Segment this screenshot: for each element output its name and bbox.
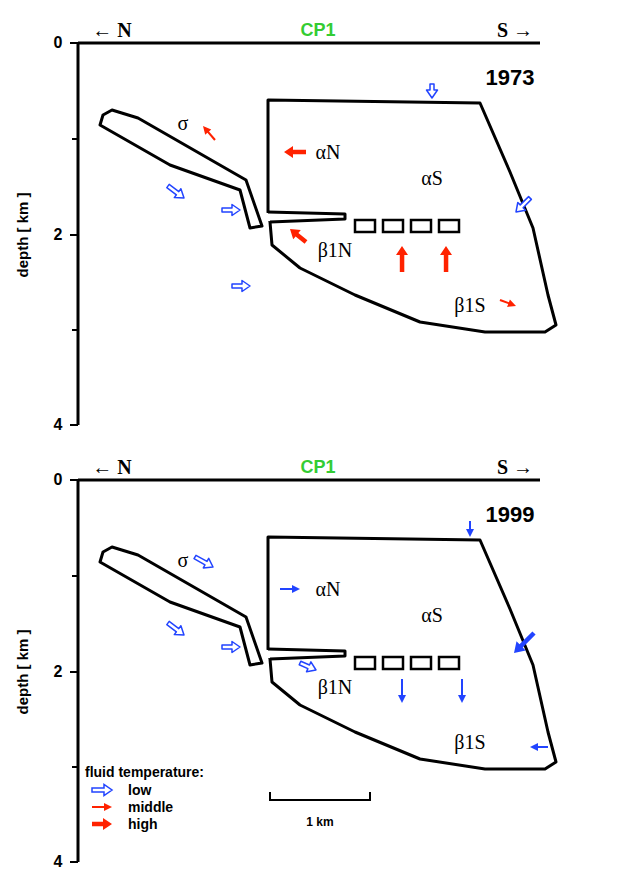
- flow-arrow: [194, 555, 213, 568]
- region-label: β1S: [454, 732, 485, 752]
- nav-label: S →: [497, 20, 533, 40]
- panel-1999: [70, 480, 556, 862]
- flow-arrow: [398, 679, 406, 703]
- legend-text: low: [128, 782, 151, 798]
- legend-row: low: [88, 782, 151, 798]
- year-label: 1973: [486, 67, 535, 89]
- legend-text: high: [128, 816, 158, 832]
- region-label: αS: [421, 605, 443, 625]
- region-label: αS: [421, 168, 443, 188]
- legend-arrow-shape: [92, 818, 112, 830]
- legend-arrow: [88, 782, 118, 798]
- nav-label: ← N: [92, 457, 131, 477]
- region-label: αN: [316, 579, 341, 599]
- legend-row: middle: [88, 799, 173, 815]
- flow-arrow: [458, 679, 466, 703]
- region-label: β1N: [318, 240, 353, 260]
- panel-1973: [70, 43, 556, 425]
- flow-arrow: [280, 585, 300, 593]
- legend-row: high: [88, 816, 158, 832]
- tick-label: 2: [54, 227, 63, 243]
- flow-arrow: [427, 84, 438, 98]
- scale-bar: [270, 792, 370, 800]
- flow-arrow: [299, 661, 316, 672]
- flow-arrow: [440, 246, 452, 272]
- flow-arrow: [222, 642, 240, 653]
- legend-arrow-shape: [92, 785, 112, 796]
- year-label: 1999: [486, 504, 535, 526]
- flow-arrow: [500, 299, 516, 307]
- flow-arrow: [466, 521, 474, 537]
- tick-label: 2: [54, 664, 63, 680]
- tick-label: 4: [54, 417, 63, 433]
- flow-arrow: [516, 197, 531, 212]
- tick-label: 0: [54, 472, 63, 488]
- legend-text: middle: [128, 799, 173, 815]
- flow-arrow: [232, 281, 250, 292]
- flow-arrow: [290, 229, 307, 244]
- flow-arrow: [167, 621, 184, 635]
- nav-label: ← N: [92, 20, 131, 40]
- cp-label: CP1: [300, 21, 335, 39]
- flow-arrow: [530, 743, 548, 751]
- cp-label: CP1: [300, 458, 335, 476]
- axis-label: depth [ km ]: [15, 193, 30, 278]
- axis-label: depth [ km ]: [15, 630, 30, 715]
- region-label: αN: [316, 142, 341, 162]
- tick-label: 0: [54, 35, 63, 51]
- legend-arrow: [88, 816, 118, 832]
- legend-arrow-shape: [92, 803, 112, 811]
- tick-label: 4: [54, 854, 63, 870]
- flow-arrow: [203, 126, 216, 141]
- legend-arrow: [88, 799, 118, 815]
- flow-arrow: [284, 146, 306, 158]
- scale-label: 1 km: [306, 816, 333, 828]
- nav-label: S →: [497, 457, 533, 477]
- flow-arrow: [396, 246, 408, 272]
- flow-arrow: [222, 205, 240, 216]
- region-label: σ: [178, 550, 189, 570]
- fluid-arrows: [167, 84, 548, 751]
- flow-arrow: [514, 631, 536, 653]
- region-label: β1S: [454, 295, 485, 315]
- lhead-label: fluid temperature:: [85, 765, 204, 779]
- region-label: β1N: [318, 677, 353, 697]
- region-label: σ: [178, 113, 189, 133]
- flow-arrow: [167, 184, 184, 198]
